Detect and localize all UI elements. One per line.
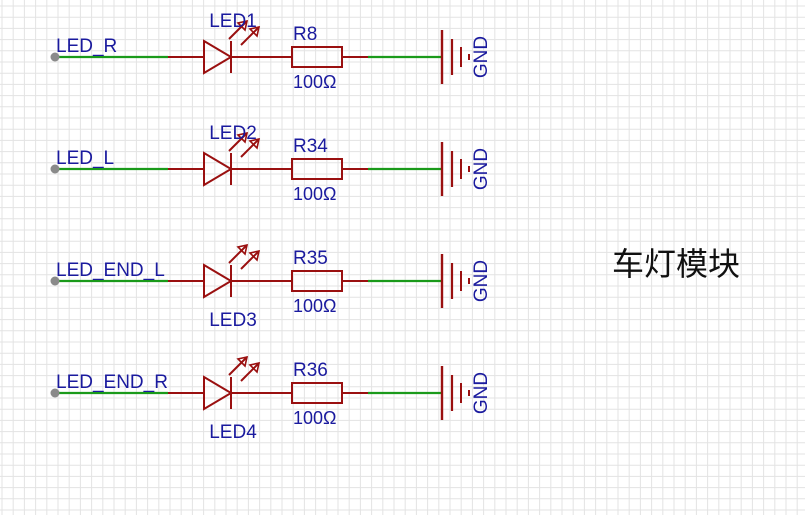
led-diode-icon [203, 39, 233, 75]
resistor-value: 100Ω [293, 296, 337, 316]
led-designator: LED4 [209, 422, 257, 443]
circuit-row-led3: LED_END_L LED3 R35 100Ω GND [50, 243, 492, 331]
ground-label: GND [471, 372, 492, 414]
resistor-designator: R36 [293, 360, 328, 381]
resistor-body [291, 270, 343, 292]
led-designator: LED2 [209, 123, 257, 144]
led-diode-icon [203, 375, 233, 411]
resistor-value: 100Ω [293, 184, 337, 204]
ground-symbol-icon [440, 254, 470, 308]
led-diode-icon [203, 263, 233, 299]
resistor-body [291, 382, 343, 404]
light-emission-arrows-icon [228, 355, 261, 382]
led-designator: LED3 [209, 310, 257, 331]
net-label: LED_END_L [56, 260, 165, 281]
circuit-row-led4: LED_END_R LED4 R36 100Ω GND [50, 355, 492, 443]
ground-symbol-icon [440, 30, 470, 84]
resistor-value: 100Ω [293, 72, 337, 92]
ground-label: GND [471, 36, 492, 78]
light-emission-arrows-icon [228, 19, 261, 46]
led-diode-icon [203, 151, 233, 187]
light-emission-arrows-icon [228, 131, 261, 158]
circuit-row-led2: LED_L LED2 R34 100Ω GND [50, 123, 492, 204]
module-title: 车灯模块 [612, 246, 740, 282]
circuit-row-led1: LED_R LED1 R8 100Ω GND [50, 11, 492, 92]
ground-label: GND [471, 260, 492, 302]
net-pin-dot [50, 164, 60, 174]
light-emission-arrows-icon [228, 243, 261, 270]
ground-symbol-icon [440, 142, 470, 196]
resistor-designator: R8 [293, 24, 317, 45]
net-pin-dot [50, 52, 60, 62]
resistor-body [291, 158, 343, 180]
ground-symbol-icon [440, 366, 470, 420]
net-pin-dot [50, 276, 60, 286]
net-label: LED_END_R [56, 372, 168, 393]
resistor-designator: R35 [293, 248, 328, 269]
resistor-designator: R34 [293, 136, 328, 157]
net-label: LED_L [56, 148, 114, 169]
resistor-body [291, 46, 343, 68]
net-pin-dot [50, 388, 60, 398]
ground-label: GND [471, 148, 492, 190]
led-designator: LED1 [209, 11, 257, 32]
resistor-value: 100Ω [293, 408, 337, 428]
net-label: LED_R [56, 36, 117, 57]
